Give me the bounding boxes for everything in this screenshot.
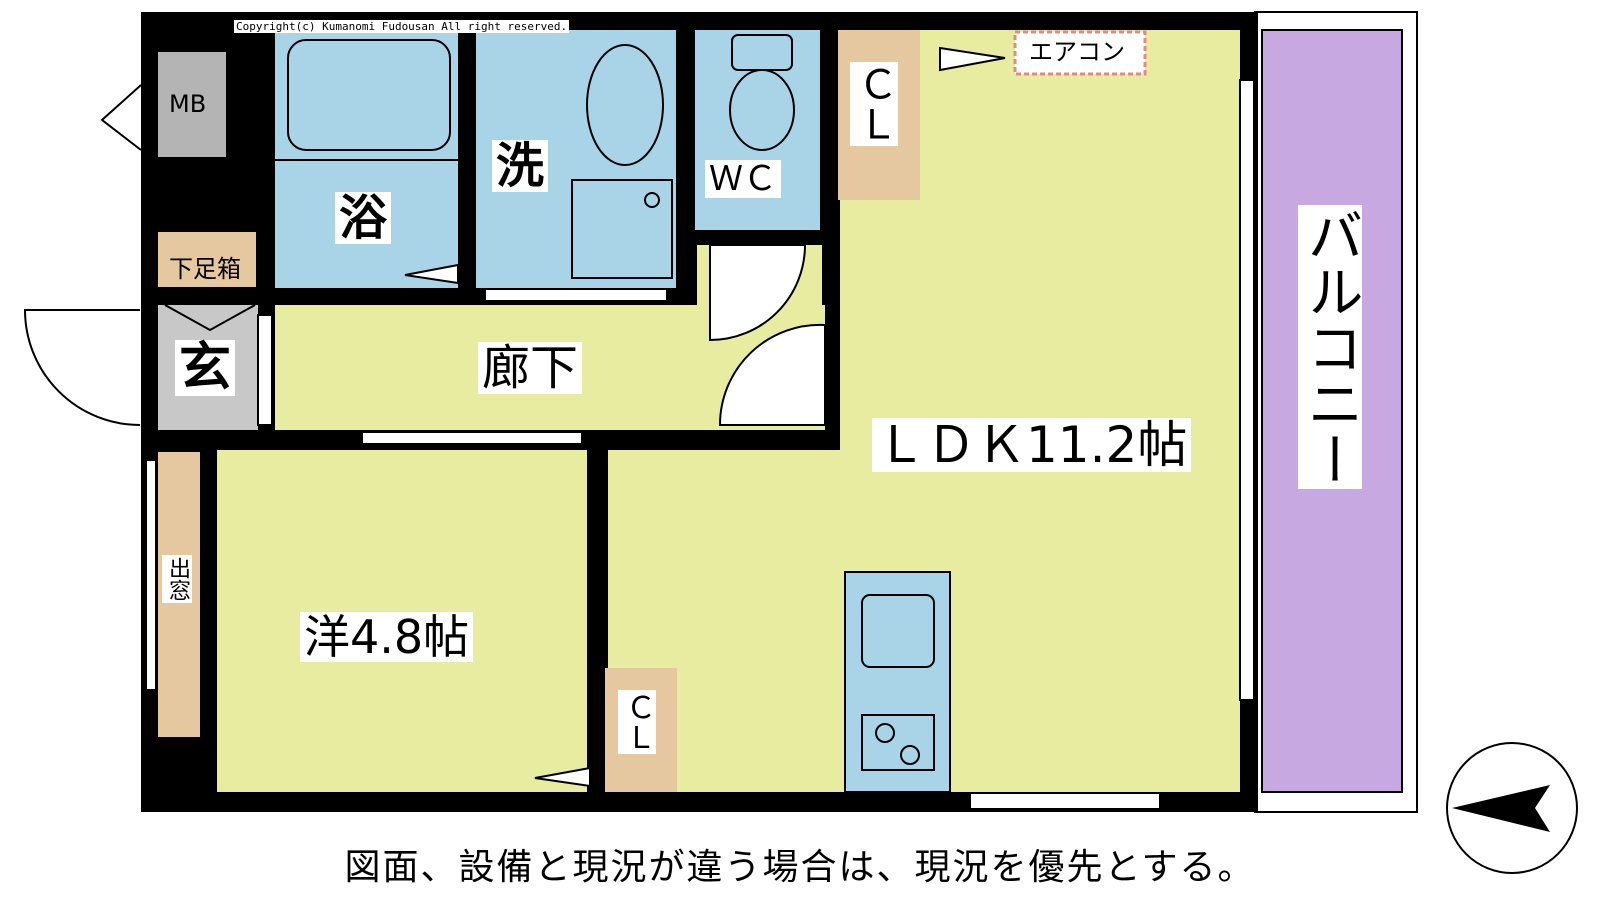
south-window — [969, 792, 1161, 810]
bay-window-label: 出窓 — [162, 555, 192, 603]
entrance-label: 玄 — [175, 340, 236, 396]
hallway-label: 廊下 — [478, 342, 583, 394]
closet-bottom-door — [534, 766, 591, 788]
toilet-area — [695, 30, 820, 230]
disclaimer-note: 図面、設備と現況が違う場合は、現況を優先とする。 — [344, 847, 1256, 888]
burner-2 — [900, 745, 920, 765]
bay-window-frame — [145, 459, 157, 691]
entrance-wall-window — [257, 314, 273, 426]
copyright-text: Copyright(c) Kumanomi Fudousan All right… — [234, 20, 570, 33]
entrance-door — [23, 309, 141, 426]
sink — [861, 594, 935, 668]
closet-top-door — [939, 46, 1006, 72]
stove — [861, 714, 935, 771]
bath-wash-divider — [458, 30, 476, 288]
bath-door — [404, 263, 459, 285]
balcony-label: バルコニー — [1298, 205, 1363, 489]
washing-machine-pan — [571, 179, 673, 279]
meter-box-door — [100, 84, 142, 151]
toilet-bowl — [729, 69, 795, 151]
ldk-label: ＬＤＫ11.2帖 — [872, 418, 1192, 472]
bath-label: 浴 — [335, 192, 392, 244]
wash-sliding-door — [484, 288, 668, 302]
compass-arrow-icon — [1452, 785, 1550, 832]
burner-1 — [875, 723, 895, 743]
wash-basin — [586, 44, 664, 166]
balcony-window — [1239, 79, 1255, 701]
air-conditioner-label: エアコン — [1025, 38, 1129, 66]
western-room-label: 洋4.8帖 — [300, 612, 474, 662]
washroom-label: 洗 — [492, 140, 549, 192]
closet-top-label: ＣＬ — [850, 62, 898, 146]
shoe-box-label: 下足箱 — [165, 255, 245, 283]
ldk-door — [718, 323, 826, 426]
toilet-door — [709, 244, 807, 342]
shoe-box-doors — [164, 304, 256, 332]
hall-sliding-door — [361, 431, 583, 445]
closet-bottom-label: ＣＬ — [618, 690, 656, 754]
bathtub — [287, 39, 451, 151]
toilet-label: ＷＣ — [705, 160, 781, 198]
drain — [644, 192, 660, 208]
meter-box-label: MB — [165, 90, 211, 118]
